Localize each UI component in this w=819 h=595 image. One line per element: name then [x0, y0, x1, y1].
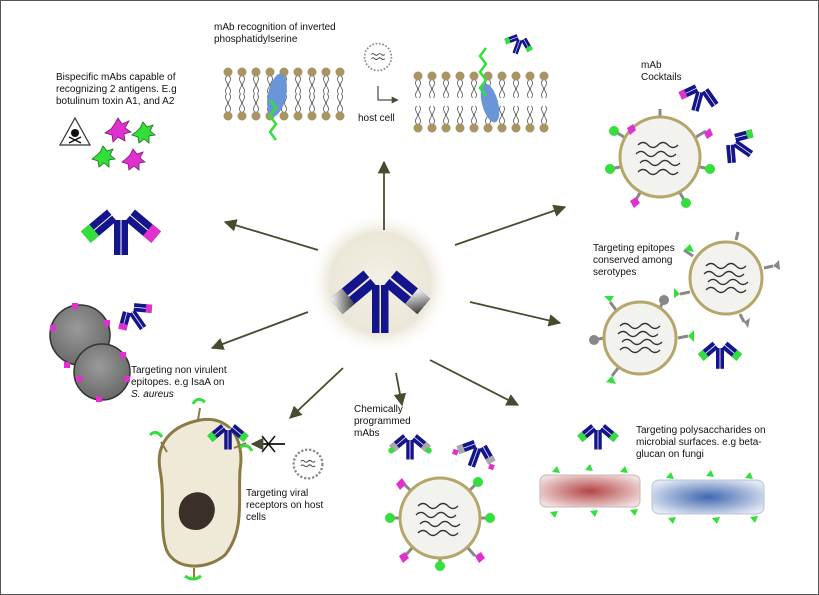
lipid-bilayer-icon [223, 67, 345, 141]
virus-icon [674, 231, 780, 328]
arrow-down [393, 372, 407, 407]
skull-crossbones-icon [58, 116, 92, 146]
antibody-icon [674, 80, 722, 117]
arrow-right [469, 301, 562, 327]
arrow-left [210, 311, 309, 350]
arrow-lower-left [289, 367, 344, 419]
antibody-icon [207, 424, 249, 450]
antibody-icon [451, 435, 500, 474]
lipid-bilayer-icon [413, 47, 549, 133]
microbial-cell-red [539, 464, 641, 518]
bacterium-icon [49, 303, 131, 402]
label-viral-receptors: Targeting viral receptors on host cells [246, 488, 324, 523]
antibody-icon [388, 434, 432, 460]
label-nonvirulent-text: Targeting non virulent epitopes. e.g Isa… [131, 365, 227, 388]
virus-icon [605, 109, 715, 208]
antibody-icon [111, 295, 161, 340]
antibody-icon [577, 424, 619, 450]
bispecific-antibody-icon [80, 209, 162, 255]
arrow-upper-left [223, 219, 319, 251]
virus-icon [292, 448, 324, 480]
microbial-cell-blue [651, 470, 765, 524]
label-polysaccharides: Targeting polysaccharides on microbial s… [636, 425, 766, 460]
label-nonvirulent: Targeting non virulent epitopes. e.g Isa… [131, 365, 227, 401]
virus-icon [385, 476, 495, 571]
blocked-entry-icon [250, 435, 285, 453]
central-antibody-icon [329, 270, 431, 333]
arrow-lower-right [429, 359, 520, 406]
small-virus-icon [363, 42, 393, 72]
label-inverted-ps: mAb recognition of inverted phosphatidyl… [214, 22, 336, 45]
central-glow [308, 211, 452, 355]
label-cocktails: mAb Cocktails [641, 60, 682, 83]
label-chemically: Chemically programmed mAbs [354, 404, 411, 439]
host-cell-icon [148, 397, 254, 581]
antibody-icon [718, 122, 763, 172]
antibody-icon [697, 341, 743, 369]
label-species: S. aureus [131, 389, 174, 400]
arrow-upper-right [454, 204, 567, 246]
arrows [210, 160, 567, 419]
antibody-icon [500, 30, 536, 59]
host-cell-arrow [377, 86, 399, 104]
label-bispecific: Bispecific mAbs capable of recognizing 2… [56, 72, 177, 107]
virus-icon [589, 295, 694, 384]
label-conserved: Targeting epitopes conserved among serot… [593, 243, 675, 278]
label-host-cell: host cell [358, 113, 395, 124]
toxin-icon [91, 117, 156, 171]
